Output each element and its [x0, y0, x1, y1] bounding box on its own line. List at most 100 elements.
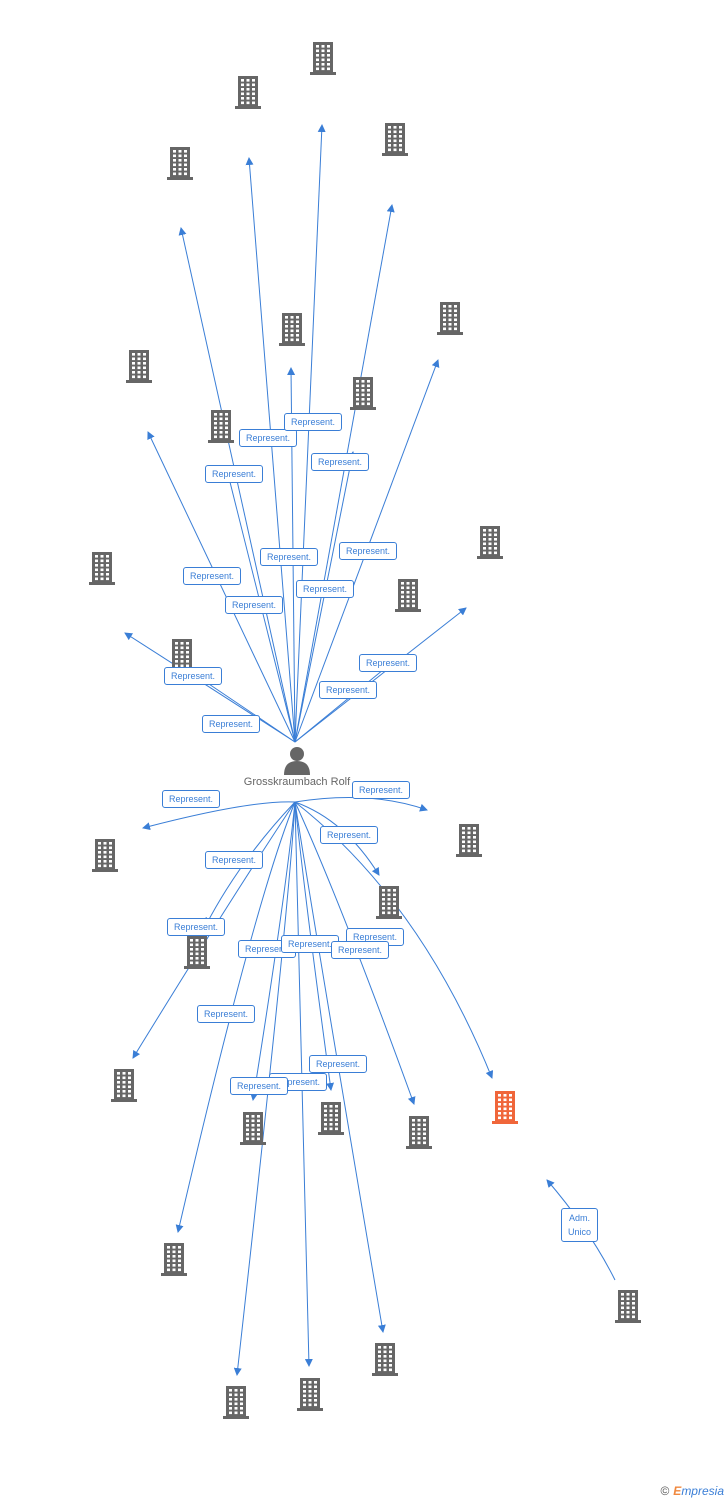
building-icon: [74, 349, 204, 383]
building-icon: [183, 75, 313, 109]
represent-edge-label[interactable]: Represent.: [359, 654, 418, 672]
represent-edge-label[interactable]: Represent.: [309, 1055, 368, 1073]
building-icon: [227, 312, 357, 346]
company-node-lc04[interactable]: [40, 838, 170, 878]
building-icon: [59, 1068, 189, 1102]
building-icon: [156, 409, 286, 443]
company-node-erle[interactable]: [563, 1289, 693, 1329]
copyright-symbol: ©: [660, 1484, 670, 1498]
relation-edge-lc15: [233, 801, 296, 1376]
relation-edge-lc05: [294, 801, 416, 1105]
company-node-prosun[interactable]: [440, 1090, 570, 1130]
building-icon: [258, 41, 388, 75]
relation-edge-lc11: [199, 677, 296, 743]
adm-unico-line: Unico: [568, 1227, 592, 1237]
represent-edge-label[interactable]: Represent.: [197, 1005, 256, 1023]
building-icon: [343, 578, 473, 612]
building-icon: [385, 301, 515, 335]
relation-edge-anastasia: [147, 431, 296, 743]
represent-edge-label[interactable]: Represent.: [311, 453, 370, 471]
relation-edge-lc18: [124, 632, 296, 743]
person-icon: [284, 747, 310, 775]
company-node-lc07[interactable]: [156, 405, 286, 443]
relation-edge-lc16: [294, 797, 428, 812]
represent-edge-label[interactable]: Represent.: [205, 465, 264, 483]
building-icon: [171, 1385, 301, 1419]
relation-edge-lc04: [142, 801, 296, 831]
building-icon: [563, 1289, 693, 1323]
represent-edge-label[interactable]: Represent.: [202, 715, 261, 733]
relation-edge-amarilis: [294, 204, 395, 743]
represent-edge-label[interactable]: Represent.: [331, 941, 390, 959]
company-node-lc10[interactable]: [385, 297, 515, 335]
adm-unico-line: Adm.: [569, 1213, 591, 1223]
building-icon: [37, 551, 167, 585]
company-node-lc09[interactable]: [245, 1377, 375, 1417]
represent-edge-label[interactable]: Represent.: [225, 596, 284, 614]
company-node-lc13[interactable]: [425, 521, 555, 559]
represent-edge-label[interactable]: Represent.: [319, 681, 378, 699]
relation-edge-lc13: [294, 607, 467, 743]
building-icon: [132, 935, 262, 969]
company-node-lc08[interactable]: [227, 308, 357, 346]
company-node-lc19[interactable]: [109, 1242, 239, 1282]
relation-edge-lc09: [294, 801, 313, 1367]
company-node-amarilis[interactable]: [330, 118, 460, 156]
company-node-lc16[interactable]: [404, 823, 534, 863]
represent-edge-label[interactable]: Represent.: [260, 548, 319, 566]
company-node-astra[interactable]: [183, 71, 313, 109]
adm-unico-edge-label[interactable]: Adm. Unico: [561, 1208, 599, 1242]
represent-edge-label[interactable]: Represent.: [352, 781, 411, 799]
represent-edge-label[interactable]: Represent.: [284, 413, 343, 431]
company-node-lc01[interactable]: [298, 372, 428, 410]
building-icon: [266, 1101, 396, 1135]
relation-edge-lc03: [178, 227, 296, 743]
company-node-lc06[interactable]: [324, 885, 454, 925]
company-node-aloma[interactable]: [132, 935, 262, 975]
relation-edge-lc17: [294, 124, 326, 743]
company-node-lc14[interactable]: [320, 1342, 450, 1382]
company-node-lc15[interactable]: [171, 1385, 301, 1425]
relation-edge-lc02: [132, 801, 296, 1059]
relation-edge-lc19: [175, 801, 296, 1233]
person-name-line-1: Grosskraumbach: [243, 776, 328, 788]
represent-edge-label[interactable]: Represent.: [164, 667, 223, 685]
building-icon: [115, 146, 245, 180]
represent-edge-label[interactable]: Represent.: [167, 918, 226, 936]
building-icon: [40, 838, 170, 872]
building-icon: [425, 525, 555, 559]
represent-edge-label[interactable]: Represent.: [183, 567, 242, 585]
building-icon: [109, 1242, 239, 1276]
represent-edge-label[interactable]: Represent.: [162, 790, 221, 808]
building-icon: [404, 823, 534, 857]
represent-edge-label[interactable]: Represent.: [320, 826, 379, 844]
building-icon: [188, 1111, 318, 1145]
company-node-atalanta[interactable]: [343, 574, 473, 612]
company-node-lc02[interactable]: [59, 1068, 189, 1108]
company-node-lc18[interactable]: [37, 547, 167, 585]
relation-edge-caliope: [250, 801, 296, 1101]
person-node-grosskraumbach-rolf[interactable]: Grosskraumbach Rolf: [232, 745, 362, 789]
building-icon: [324, 885, 454, 919]
represent-edge-label[interactable]: Represent.: [239, 429, 298, 447]
company-node-caliope[interactable]: [188, 1111, 318, 1151]
company-node-lc05[interactable]: [354, 1115, 484, 1155]
represent-edge-label[interactable]: Represent.: [296, 580, 355, 598]
brand-initial: E: [673, 1484, 682, 1498]
relation-edge-lc14: [294, 801, 386, 1333]
company-node-lc12[interactable]: [266, 1101, 396, 1141]
company-node-anastasia[interactable]: [74, 345, 204, 383]
building-icon: [330, 122, 460, 156]
building-icon: [354, 1115, 484, 1149]
represent-edge-label[interactable]: Represent.: [339, 542, 398, 560]
building-icon: [245, 1377, 375, 1411]
company-node-lc17[interactable]: [258, 37, 388, 75]
building-icon: [298, 376, 428, 410]
represent-edge-label[interactable]: Represent.: [230, 1077, 289, 1095]
represent-edge-label[interactable]: Represent.: [205, 851, 264, 869]
building-icon: [320, 1342, 450, 1376]
brand-name: mpresia: [681, 1484, 724, 1498]
empresia-credit[interactable]: ©Empresia: [660, 1484, 724, 1498]
company-node-lc03[interactable]: [115, 142, 245, 180]
